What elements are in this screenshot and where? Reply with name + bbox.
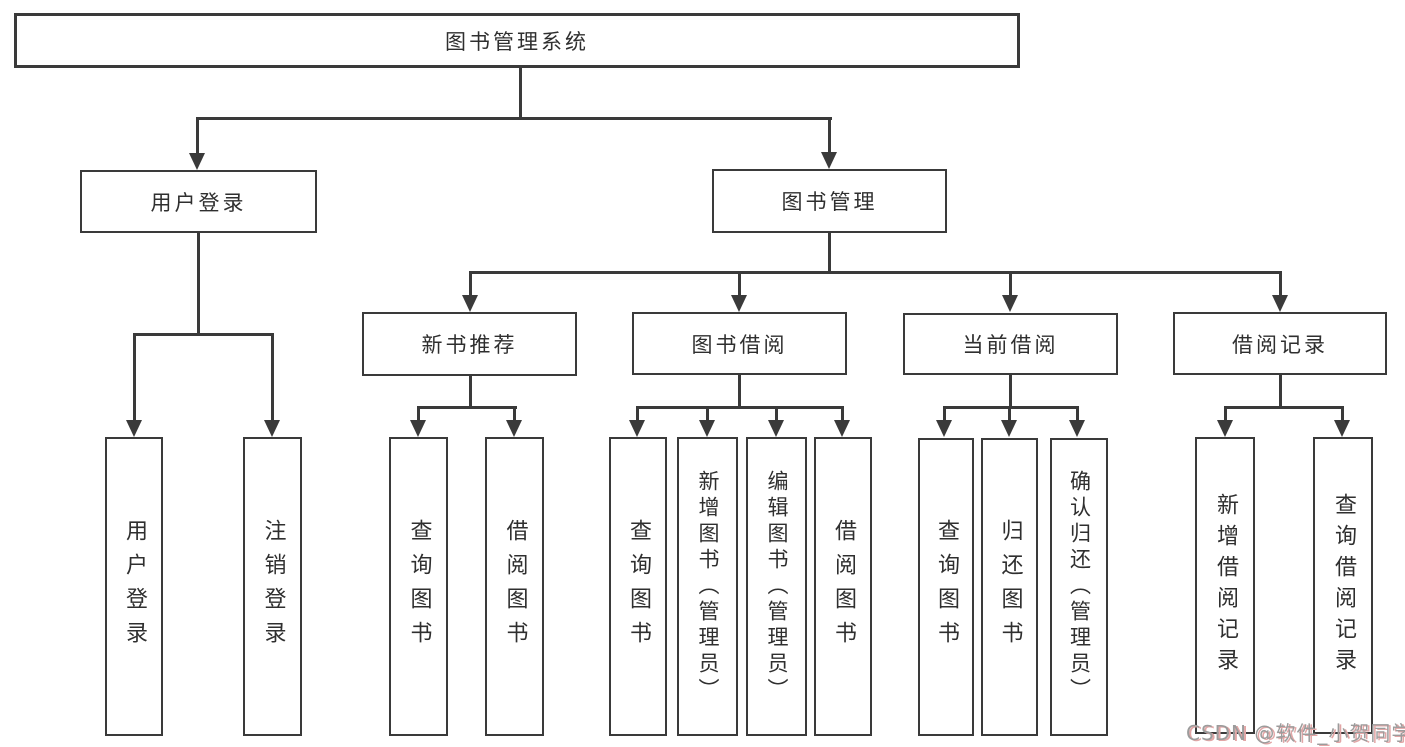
leaf-query-book-current: 查询图书: [918, 438, 974, 736]
leaf-user-login: 用户登录: [105, 437, 163, 736]
leaf-return-book-label: 归还图书: [997, 519, 1023, 655]
connector-drop-book-management: [828, 117, 831, 154]
node-user-login-label: 用户登录: [150, 190, 247, 215]
arrow-down-icon: [731, 295, 747, 312]
connector-drop: [636, 406, 639, 422]
connector-drop-user-login: [196, 117, 199, 155]
leaf-borrow-book-label: 借阅图书: [831, 518, 856, 655]
connector-drop: [417, 406, 420, 422]
leaf-confirm-return-admin: 确认归还（管理员）: [1050, 438, 1108, 736]
node-new-book-recommend-label: 新书推荐: [421, 333, 518, 357]
node-borrow-records-label: 借阅记录: [1232, 332, 1328, 357]
arrow-down-icon: [506, 420, 522, 437]
leaf-query-borrow-record-label: 查询借阅记录: [1331, 492, 1356, 679]
connector-drop-new-book: [469, 271, 472, 297]
arrow-down-icon: [821, 152, 837, 169]
arrow-down-icon: [629, 420, 645, 437]
connector-drop: [513, 406, 516, 422]
leaf-query-book-recommend: 查询图书: [389, 437, 448, 736]
leaf-borrow-book: 借阅图书: [814, 437, 872, 736]
leaf-query-borrow-record: 查询借阅记录: [1313, 437, 1373, 734]
leaf-edit-book-admin: 编辑图书（管理员）: [746, 437, 807, 736]
arrow-down-icon: [768, 420, 784, 437]
connector-drop-current-borrow: [1009, 271, 1012, 297]
connector-drop-leaf-logout: [271, 333, 274, 422]
connector-root-bus: [196, 117, 832, 120]
arrow-down-icon: [834, 420, 850, 437]
node-book-management: 图书管理: [712, 169, 947, 233]
connector-user-login-bus: [133, 333, 274, 336]
node-current-borrow: 当前借阅: [903, 313, 1118, 375]
connector-current-borrow-bus: [943, 406, 1079, 409]
leaf-edit-book-admin-label: 编辑图书（管理员）: [765, 469, 789, 704]
connector-drop: [1341, 406, 1344, 422]
arrow-down-icon: [936, 420, 952, 437]
arrow-down-icon: [1334, 420, 1350, 437]
arrow-down-icon: [1001, 420, 1017, 437]
node-book-management-label: 图书管理: [781, 190, 878, 214]
connector-new-book-bus: [417, 406, 517, 409]
arrow-down-icon: [1002, 295, 1018, 312]
arrow-down-icon: [699, 420, 715, 437]
connector-book-borrow-stem: [738, 375, 741, 409]
arrow-down-icon: [410, 420, 426, 437]
leaf-add-borrow-record-label: 新增借阅记录: [1213, 492, 1238, 679]
connector-drop: [1076, 406, 1079, 422]
leaf-query-book-current-label: 查询图书: [934, 519, 959, 655]
connector-book-borrow-bus: [636, 406, 844, 409]
arrow-down-icon: [264, 420, 280, 437]
connector-current-borrow-stem: [1009, 375, 1012, 409]
arrow-down-icon: [1217, 420, 1233, 437]
connector-drop: [1224, 406, 1227, 422]
connector-drop: [943, 406, 946, 422]
node-borrow-records: 借阅记录: [1173, 312, 1387, 375]
leaf-add-book-admin-label: 新增图书（管理员）: [696, 469, 720, 704]
node-library-system-label: 图书管理系统: [445, 29, 589, 54]
leaf-borrow-book-recommend: 借阅图书: [485, 437, 544, 736]
connector-book-management-stem: [828, 232, 831, 274]
arrow-down-icon: [126, 420, 142, 437]
connector-drop: [1008, 406, 1011, 422]
leaf-confirm-return-admin-label: 确认归还（管理员）: [1067, 470, 1092, 704]
leaf-user-login-label: 用户登录: [122, 518, 147, 655]
arrow-down-icon: [462, 295, 478, 312]
connector-book-management-bus: [469, 271, 1282, 274]
leaf-query-book-recommend-label: 查询图书: [406, 518, 432, 655]
connector-borrow-records-stem: [1279, 375, 1282, 409]
leaf-add-book-admin: 新增图书（管理员）: [677, 437, 738, 736]
node-user-login: 用户登录: [80, 170, 317, 233]
connector-drop-borrow-records: [1279, 271, 1282, 297]
arrow-down-icon: [1272, 295, 1288, 312]
connector-borrow-records-bus: [1224, 406, 1344, 409]
node-book-borrow: 图书借阅: [632, 312, 847, 375]
arrow-down-icon: [1069, 420, 1085, 437]
connector-drop: [775, 406, 778, 422]
node-current-borrow-label: 当前借阅: [962, 333, 1059, 357]
node-book-borrow-label: 图书借阅: [691, 332, 788, 357]
connector-drop-book-borrow: [738, 271, 741, 297]
connector-drop: [706, 406, 709, 422]
node-library-system: 图书管理系统: [14, 13, 1020, 68]
connector-user-login-stem: [197, 232, 200, 336]
leaf-logout-label: 注销登录: [260, 518, 286, 655]
connector-new-book-stem: [469, 375, 472, 409]
connector-drop-leaf-login: [133, 333, 136, 422]
connector-root-stem: [519, 67, 522, 120]
leaf-return-book: 归还图书: [981, 438, 1038, 736]
leaf-query-book-borrow-label: 查询图书: [626, 518, 651, 655]
leaf-add-borrow-record: 新增借阅记录: [1195, 437, 1255, 734]
leaf-logout: 注销登录: [243, 437, 302, 736]
node-new-book-recommend: 新书推荐: [362, 312, 577, 376]
csdn-watermark: CSDN @软件_小贺同学: [1186, 721, 1405, 745]
arrow-down-icon: [189, 153, 205, 170]
leaf-borrow-book-recommend-label: 借阅图书: [502, 518, 528, 655]
connector-drop: [841, 406, 844, 422]
leaf-query-book-borrow: 查询图书: [609, 437, 667, 736]
